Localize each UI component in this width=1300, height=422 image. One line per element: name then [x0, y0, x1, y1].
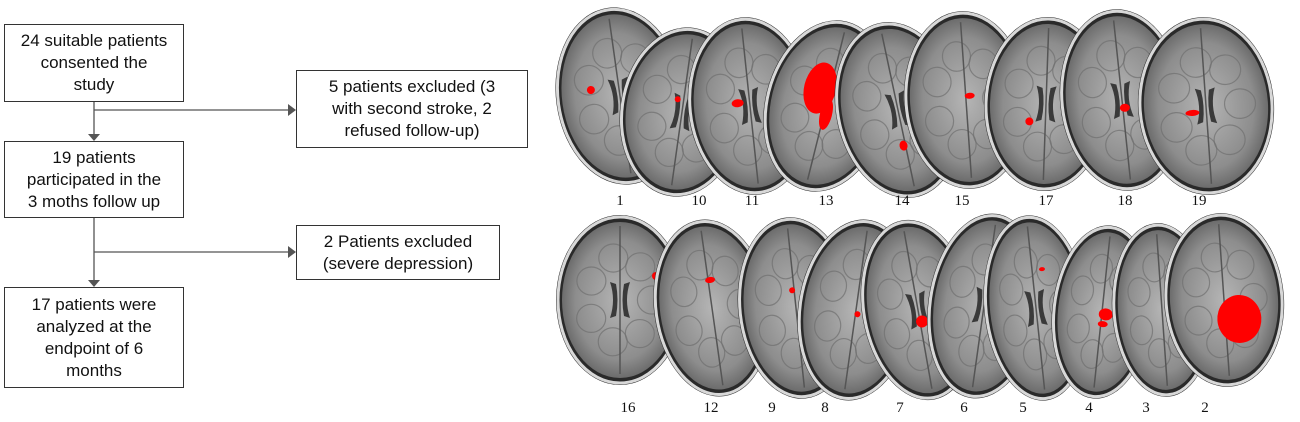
lesion-mark: [899, 140, 908, 151]
scan-label: 4: [1085, 400, 1093, 416]
lesion-mark: [1098, 308, 1113, 321]
lesion-mark: [789, 287, 796, 294]
lesion-mark: [819, 98, 833, 130]
lesion-mark: [586, 85, 595, 94]
scan-label: 2: [1201, 400, 1209, 416]
step1-box: 24 suitable patients consented the study: [4, 24, 184, 102]
lesion-mark: [854, 311, 861, 318]
exclusion1-text: 5 patients excluded (3 with second strok…: [328, 77, 496, 140]
exclusion1-box: 5 patients excluded (3 with second strok…: [296, 70, 528, 148]
lesion-mark: [1185, 109, 1200, 116]
lesion-mark: [964, 92, 975, 99]
scan-label: 5: [1019, 400, 1027, 416]
brain-slice: [1137, 17, 1275, 195]
scan-label: 12: [704, 400, 719, 416]
lesion-mark: [731, 99, 744, 108]
scan-label: 10: [692, 193, 707, 209]
lesion-mark: [705, 276, 716, 284]
lesion-mark: [1217, 294, 1262, 343]
scan-label: 17: [1039, 193, 1055, 209]
scan-label: 15: [955, 193, 970, 209]
step1-text: 24 suitable patients consented the study: [20, 31, 168, 94]
lesion-mark: [1025, 117, 1034, 126]
exclusion2-box: 2 Patients excluded (severe depression): [296, 225, 500, 280]
scan-label: 16: [621, 400, 637, 416]
lesion-mark: [916, 315, 929, 328]
step3-box: 17 patients were analyzed at the endpoin…: [4, 287, 184, 388]
lesion-mark: [674, 96, 681, 103]
scan-label: 6: [960, 400, 968, 416]
scan-label: 7: [896, 400, 904, 416]
lesion-mark: [1038, 267, 1045, 272]
scan-label: 11: [745, 193, 759, 209]
scan-label: 19: [1192, 193, 1207, 209]
scan-label: 18: [1118, 193, 1133, 209]
scan-label: 14: [895, 193, 911, 209]
brain-slice: [1163, 213, 1285, 387]
scan-label: 13: [819, 193, 834, 209]
exclusion2-text: 2 Patients excluded (severe depression): [322, 231, 474, 273]
scan-label: 1: [616, 193, 624, 209]
step3-text: 17 patients were analyzed at the endpoin…: [31, 294, 157, 380]
lesion-mark: [1119, 103, 1130, 112]
scan-label: 9: [768, 400, 776, 416]
scan-label: 8: [821, 400, 829, 416]
step2-text: 19 patients participated in the 3 moths …: [26, 147, 162, 211]
step2-box: 19 patients participated in the 3 moths …: [4, 141, 184, 218]
brain-slice: [556, 215, 684, 385]
lesion-mark: [1097, 321, 1108, 328]
scan-label: 3: [1142, 400, 1150, 416]
